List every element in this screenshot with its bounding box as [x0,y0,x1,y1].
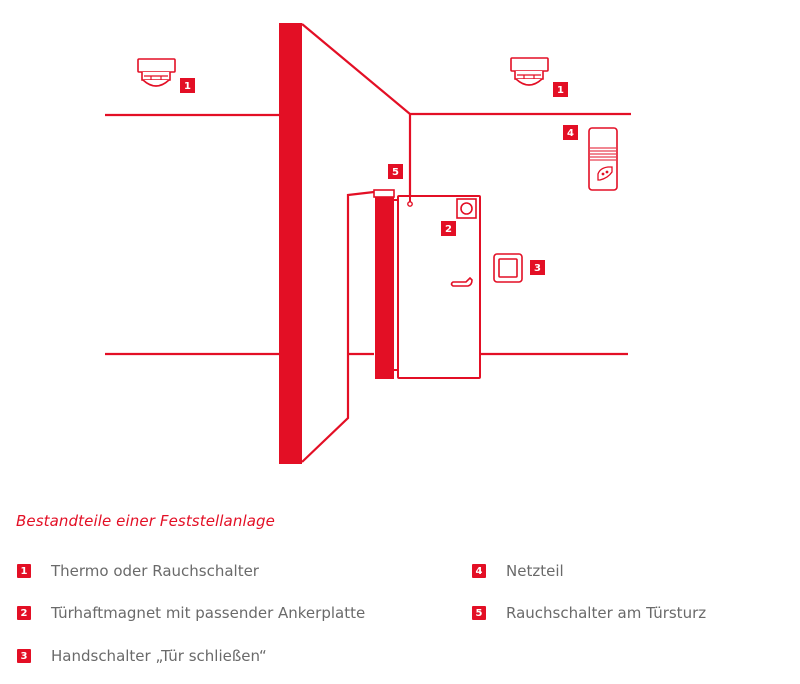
legend-item-1: 1 Thermo oder Rauchschalter [17,562,259,580]
svg-text:4: 4 [567,128,574,139]
svg-text:1: 1 [184,81,191,92]
marker-1-right: 1 [553,82,568,97]
legend-label: Rauchschalter am Türsturz [506,604,707,622]
door-leaf [397,195,481,379]
legend-item-3: 3 Handschalter „Tür schließen“ [17,647,267,665]
door-handle-icon [450,276,473,287]
legend-item-4: 4 Netzteil [472,562,564,580]
manual-switch-icon [493,253,523,283]
door-frame-bar [375,196,394,379]
magnet-holder [373,189,395,198]
marker-4: 4 [563,125,578,140]
wall-lower-outline [301,190,375,463]
svg-text:3: 3 [534,263,541,274]
marker-3: 3 [530,260,545,275]
marker-2: 2 [441,221,456,236]
legend-label: Türhaftmagnet mit passender Ankerplatte [51,604,366,622]
legend-badge: 1 [17,564,31,578]
legend-label: Thermo oder Rauchschalter [51,562,259,580]
legend-badge: 3 [17,649,31,663]
feststellanlage-diagram: 1 1 2 3 4 5 [105,23,631,464]
legend-label: Netzteil [506,562,564,580]
svg-text:5: 5 [392,167,399,178]
legend-title: Bestandteile einer Feststellanlage [16,512,275,530]
wall-perspective-outline [301,23,412,197]
power-supply-icon [588,127,618,191]
smoke-detector-icon-right [510,57,549,86]
legend-badge: 2 [17,606,31,620]
lintel-smoke-switch-icon [407,201,413,207]
smoke-detector-icon-left [137,58,176,87]
wall-edge [279,23,302,464]
legend-item-2: 2 Türhaftmagnet mit passender Ankerplatt… [17,604,365,622]
svg-text:2: 2 [445,224,452,235]
legend-badge: 4 [472,564,486,578]
marker-5: 5 [388,164,403,179]
legend-item-5: 5 Rauchschalter am Türsturz [472,604,706,622]
svg-text:1: 1 [557,85,564,96]
legend-badge: 5 [472,606,486,620]
marker-1-left: 1 [180,78,195,93]
legend-label: Handschalter „Tür schließen“ [51,647,267,665]
